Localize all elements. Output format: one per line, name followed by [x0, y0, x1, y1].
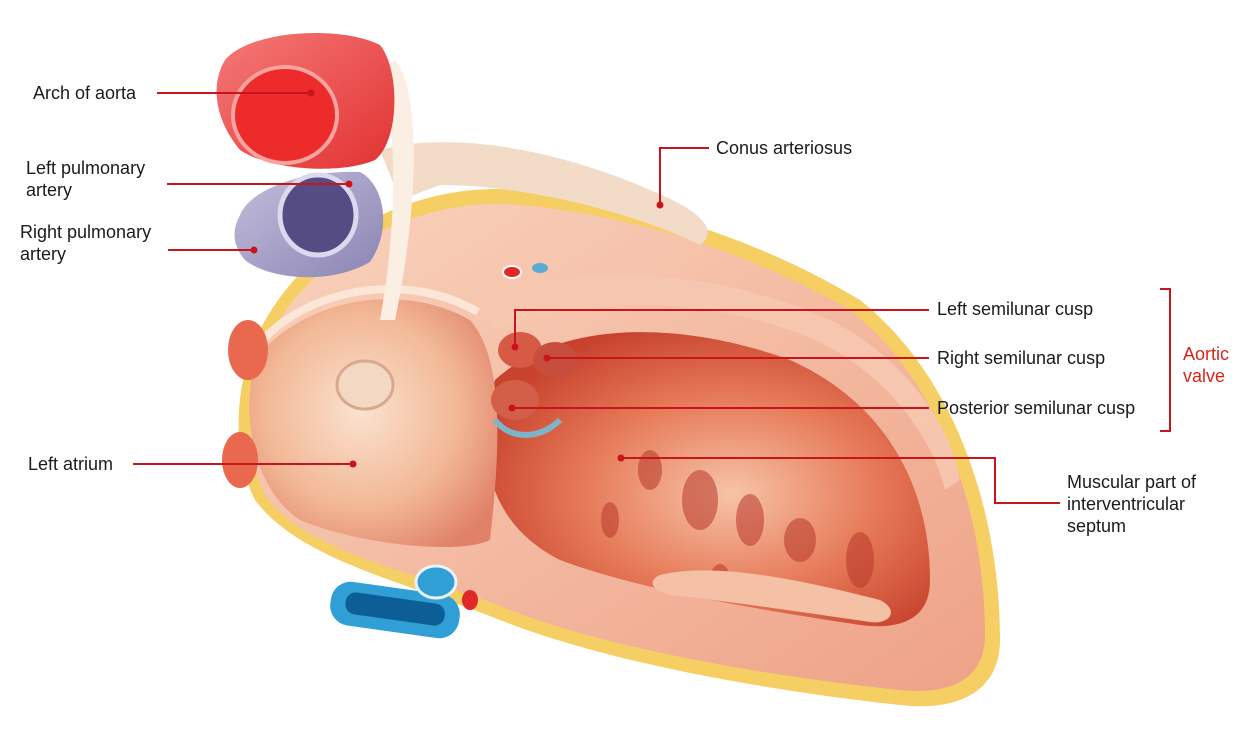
label-aortic-valve: Aortic valve: [1183, 343, 1229, 387]
pulmonary-trunk: [380, 142, 708, 245]
leader-dots: [250, 89, 664, 468]
left-atrium-cavity: [249, 299, 498, 548]
aortic-valve-bracket: [1160, 288, 1171, 432]
circumflex-artery: [462, 590, 478, 610]
atrial-wall: [246, 285, 481, 358]
left-auricle-lower: [222, 432, 258, 488]
label-muscular-septum: Muscular part of interventricular septum: [1067, 471, 1196, 537]
ascending-aorta-wall: [380, 60, 414, 320]
label-left-atrium: Left atrium: [28, 454, 114, 474]
aortic-arch-lumen: [231, 65, 339, 165]
coronary-artery-section: [502, 265, 522, 279]
label-aortic-valve-line1: Aortic: [1183, 344, 1230, 364]
label-right-pulmonary-line1: Right pulmonary: [20, 222, 152, 242]
left-auricle: [228, 320, 268, 380]
septum-band: [480, 275, 960, 490]
label-conus-arteriosus: Conus arteriosus: [716, 138, 853, 158]
label-right-pulmonary-artery: Right pulmonary artery: [20, 221, 151, 265]
left-pulmonary-lumen: [277, 172, 359, 258]
label-left-semilunar-cusp: Left semilunar cusp: [937, 299, 1094, 319]
label-muscular-septum-line3: septum: [1067, 516, 1127, 536]
papillary-muscle: [652, 570, 891, 623]
label-left-pulmonary-artery: Left pulmonary artery: [26, 157, 145, 201]
aortic-valve-cusps: [491, 332, 577, 438]
leader-left-cusp: [514, 309, 929, 347]
label-muscular-septum-line2: interventricular: [1067, 494, 1186, 514]
pulmonary-vein-opening: [335, 359, 395, 411]
label-left-pulmonary-line2: artery: [26, 180, 73, 200]
label-right-semilunar-cusp: Right semilunar cusp: [937, 348, 1106, 368]
leader-septum: [621, 457, 1060, 504]
label-arch-of-aorta: Arch of aorta: [33, 83, 137, 103]
coronary-sinus-lumen: [345, 592, 445, 626]
label-posterior-semilunar-cusp: Posterior semilunar cusp: [937, 398, 1136, 418]
coronary-vein-section: [532, 263, 548, 273]
leader-conus: [659, 147, 709, 205]
label-muscular-septum-line1: Muscular part of: [1067, 472, 1197, 492]
leader-lines: [133, 92, 1171, 504]
label-right-pulmonary-line2: artery: [20, 244, 67, 264]
label-aortic-valve-line2: valve: [1183, 366, 1226, 386]
label-left-pulmonary-line1: Left pulmonary: [26, 158, 146, 178]
great-cardiac-vein: [414, 564, 458, 600]
